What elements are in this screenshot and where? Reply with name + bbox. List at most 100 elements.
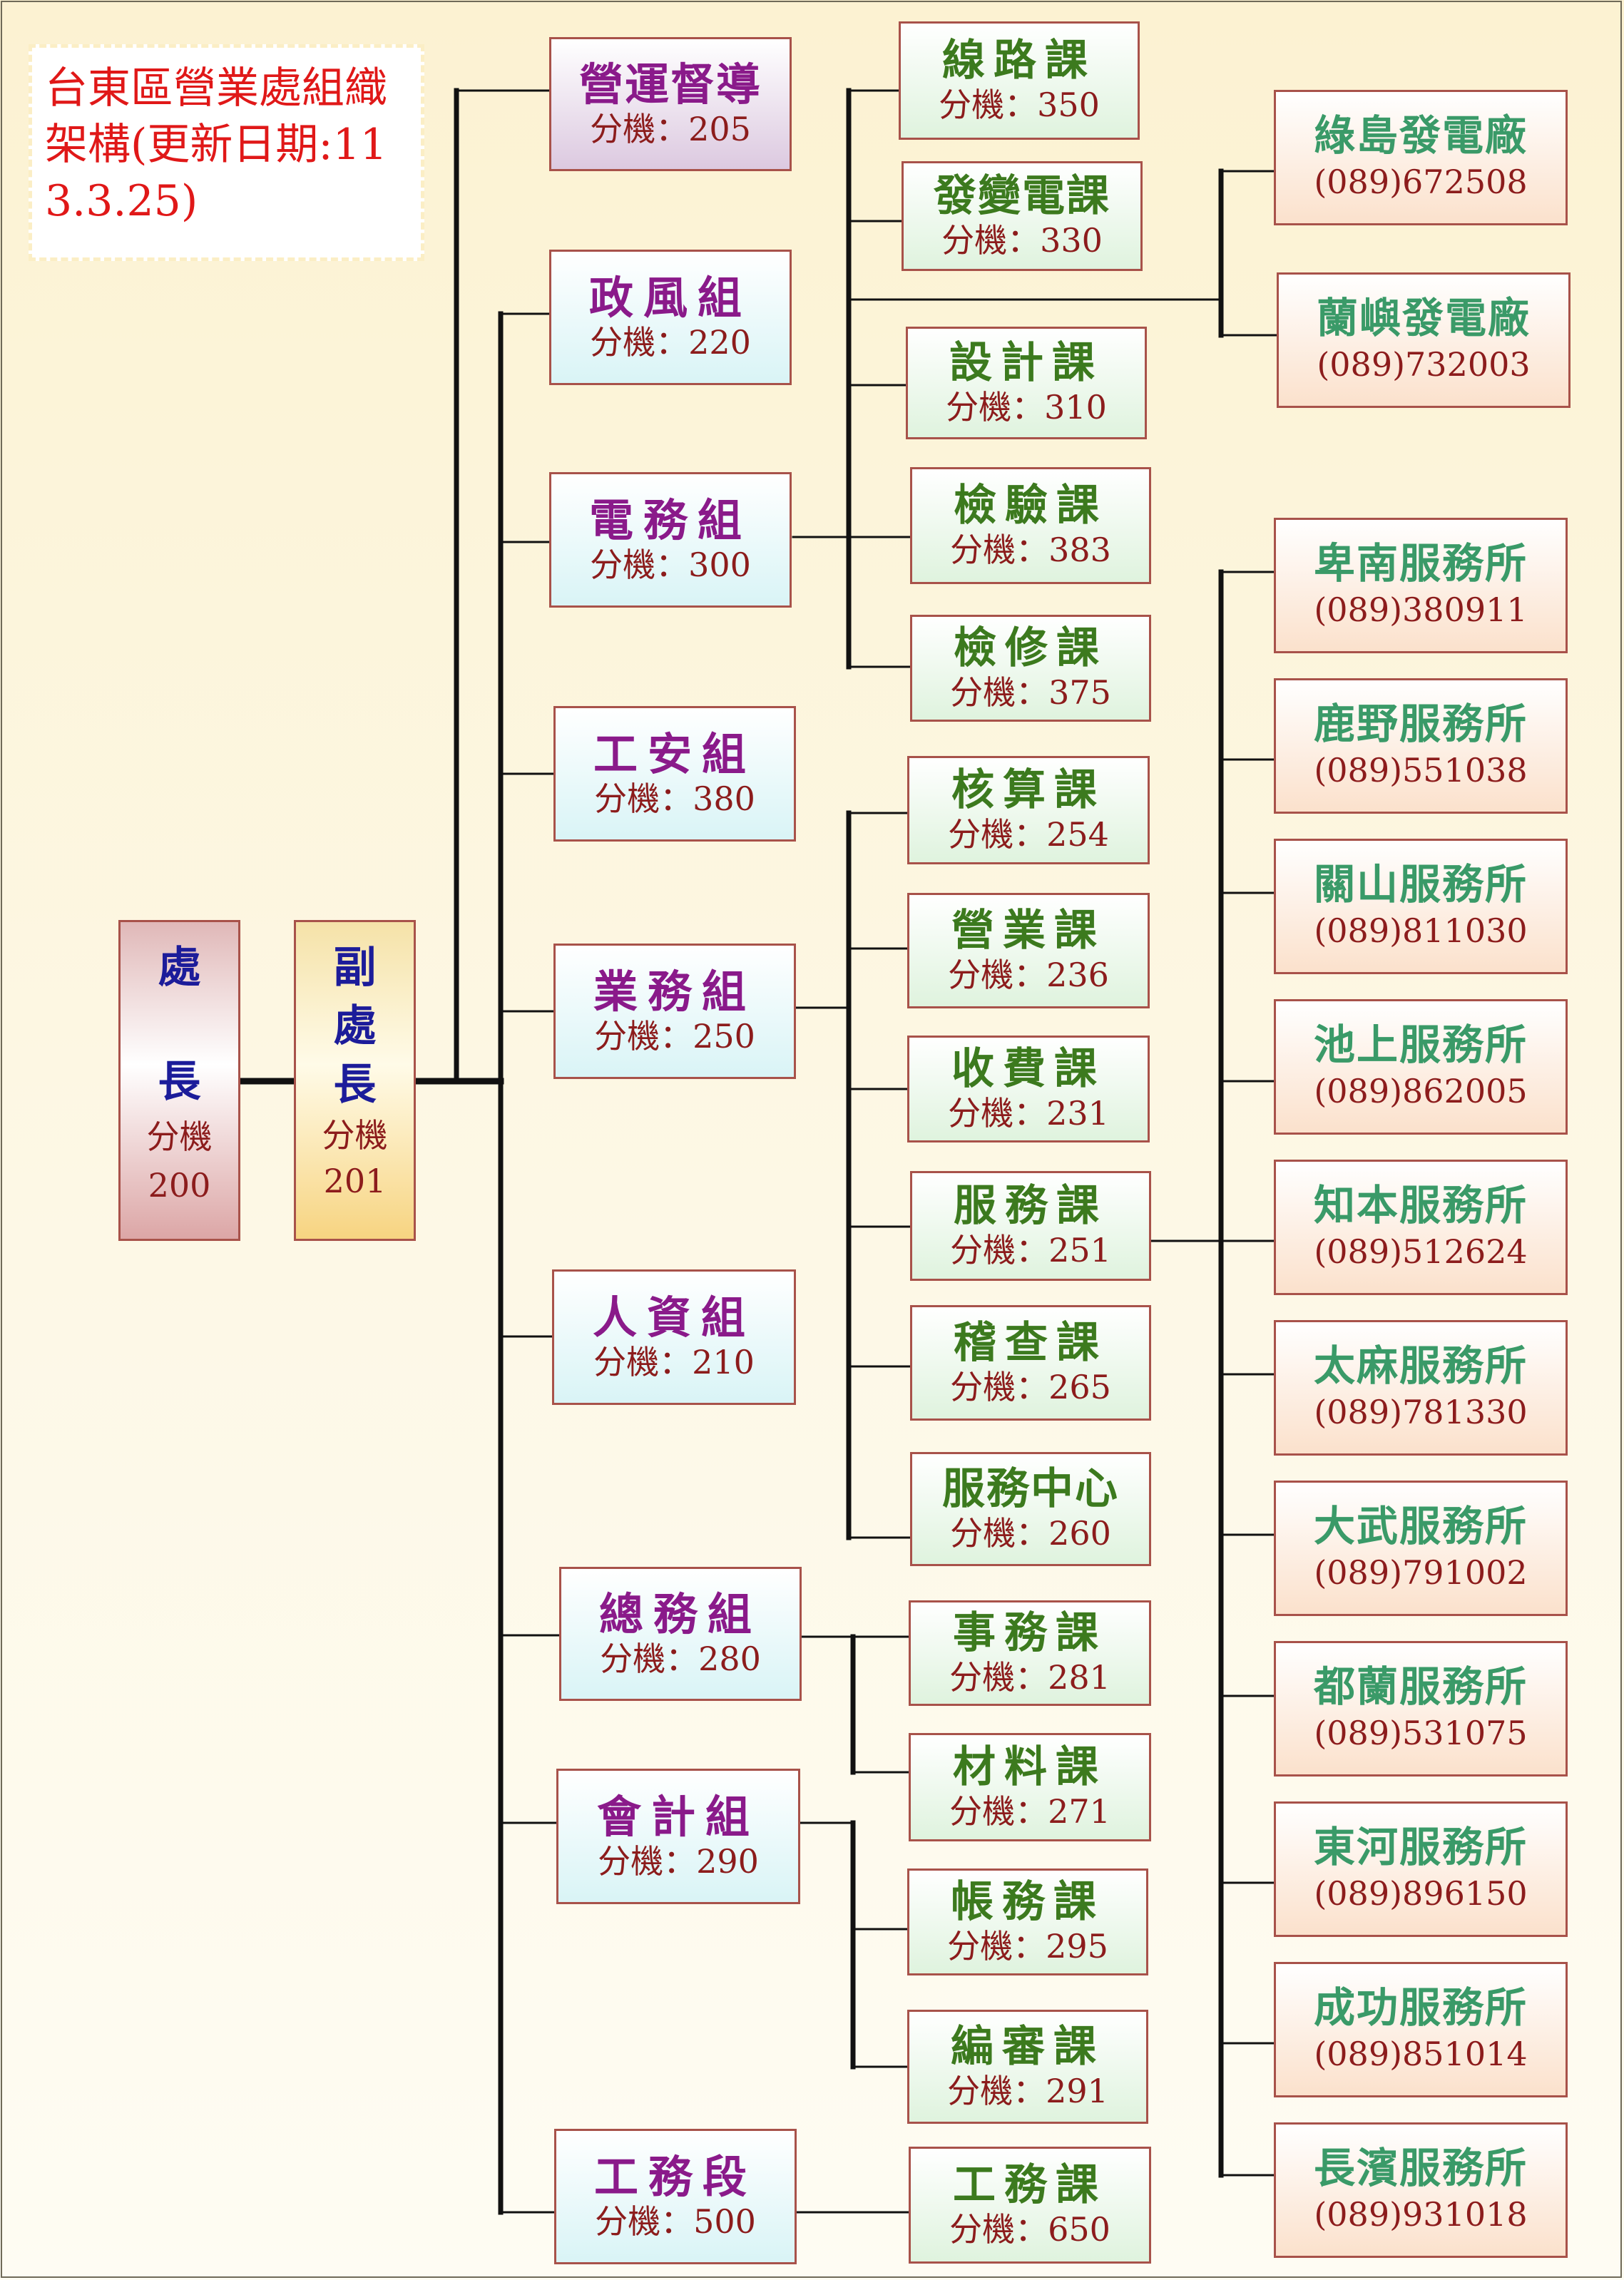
section-name: 發變電課 (934, 170, 1110, 221)
power-plant-name: 蘭嶼發電廠 (1316, 294, 1531, 343)
section-ext: 分機：375 (950, 673, 1111, 712)
chief-box: 處 長 分機 200 (118, 920, 240, 1241)
section-name: 帳務課 (951, 1876, 1105, 1927)
service-office-tel: (089)862005 (1314, 1071, 1528, 1110)
power-plant-name: 綠島發電廠 (1313, 111, 1528, 160)
power-plant-box: 綠島發電廠 (089)672508 (1274, 90, 1568, 225)
section-box: 工務課 分機：650 (909, 2147, 1151, 2264)
dept-ext: 分機：290 (598, 1842, 759, 1881)
service-office-name: 關山服務所 (1313, 860, 1528, 909)
section-box: 檢驗課 分機：383 (910, 467, 1151, 584)
section-box: 線路課 分機：350 (899, 21, 1140, 140)
chart-title-text: 台東區營業處組織架構(更新日期:113.3.25) (45, 63, 387, 227)
chief-title-char2: 長 (158, 1057, 201, 1107)
service-office-box: 鹿野服務所 (089)551038 (1274, 678, 1568, 814)
chief-ext: 200 (148, 1166, 211, 1205)
dept-ext: 分機：300 (590, 546, 751, 585)
deputy-ext-label: 分機 (322, 1116, 388, 1155)
dept-name: 工安組 (593, 727, 756, 780)
service-office-tel: (089)531075 (1314, 1713, 1528, 1752)
dept-box: 會計組 分機：290 (556, 1769, 800, 1904)
service-office-box: 長濱服務所 (089)931018 (1274, 2122, 1568, 2258)
service-office-box: 東河服務所 (089)896150 (1274, 1801, 1568, 1937)
service-office-box: 都蘭服務所 (089)531075 (1274, 1641, 1568, 1777)
service-office-name: 太麻服務所 (1313, 1341, 1528, 1391)
dept-ext: 分機：220 (590, 323, 751, 362)
section-ext: 分機：295 (947, 1926, 1108, 1965)
section-ext: 分機：281 (949, 1657, 1110, 1697)
service-office-tel: (089)781330 (1314, 1392, 1528, 1431)
supervision-box: 營運督導 分機：205 (549, 37, 792, 171)
dept-ext: 分機：280 (600, 1640, 761, 1679)
section-ext: 分機：236 (948, 955, 1109, 994)
section-name: 設計課 (949, 337, 1103, 388)
section-box: 事務課 分機：281 (909, 1600, 1151, 1706)
dept-name: 總務組 (598, 1588, 762, 1640)
deputy-title-char3: 長 (333, 1060, 377, 1110)
service-office-box: 大武服務所 (089)791002 (1274, 1481, 1568, 1616)
service-office-box: 知本服務所 (089)512624 (1274, 1160, 1568, 1295)
section-box: 檢修課 分機：375 (910, 615, 1151, 722)
dept-box: 工安組 分機：380 (553, 706, 796, 842)
service-office-box: 池上服務所 (089)862005 (1274, 999, 1568, 1135)
dept-name: 人資組 (592, 1291, 755, 1344)
deputy-box: 副 處 長 分機 201 (294, 920, 416, 1241)
power-plant-box: 蘭嶼發電廠 (089)732003 (1277, 272, 1571, 408)
dept-box: 工務段 分機：500 (554, 2129, 797, 2264)
dept-ext: 分機：380 (594, 779, 755, 819)
service-office-name: 都蘭服務所 (1313, 1662, 1528, 1712)
section-box: 編審課 分機：291 (907, 2010, 1148, 2124)
service-office-name: 知本服務所 (1313, 1181, 1528, 1230)
dept-ext: 分機：210 (593, 1343, 755, 1382)
section-ext: 分機：291 (947, 2071, 1108, 2110)
section-name: 線路課 (942, 35, 1096, 86)
section-name: 事務課 (953, 1607, 1107, 1658)
service-office-tel: (089)811030 (1314, 911, 1528, 950)
section-ext: 分機：265 (950, 1367, 1111, 1406)
section-name: 服務中心 (942, 1463, 1119, 1514)
dept-name: 政風組 (588, 271, 752, 324)
section-ext: 分機：260 (950, 1513, 1111, 1553)
section-box: 服務中心 分機：260 (910, 1452, 1151, 1566)
section-ext: 分機：310 (946, 387, 1107, 426)
section-ext: 分機：271 (949, 1791, 1110, 1831)
dept-name: 工務段 (593, 2150, 757, 2203)
supervision-ext: 分機：205 (590, 110, 751, 149)
section-name: 收費課 (951, 1043, 1105, 1094)
section-box: 帳務課 分機：295 (907, 1869, 1148, 1975)
power-plant-tel: (089)732003 (1317, 344, 1531, 384)
service-office-tel: (089)931018 (1314, 2194, 1528, 2234)
section-name: 營業課 (951, 905, 1105, 956)
section-ext: 分機：383 (950, 530, 1111, 569)
section-ext: 分機：251 (950, 1230, 1111, 1269)
service-office-box: 成功服務所 (089)851014 (1274, 1962, 1568, 2097)
service-office-tel: (089)791002 (1314, 1553, 1528, 1592)
section-box: 設計課 分機：310 (906, 327, 1147, 439)
section-box: 核算課 分機：254 (907, 756, 1150, 864)
section-ext: 分機：330 (941, 220, 1103, 260)
section-ext: 分機：350 (939, 85, 1100, 124)
section-box: 營業課 分機：236 (907, 893, 1150, 1008)
section-box: 發變電課 分機：330 (902, 161, 1143, 271)
service-office-tel: (089)512624 (1314, 1232, 1528, 1271)
section-ext: 分機：650 (949, 2209, 1110, 2249)
section-name: 服務課 (954, 1180, 1108, 1231)
service-office-box: 關山服務所 (089)811030 (1274, 839, 1568, 974)
section-name: 材料課 (953, 1742, 1107, 1792)
section-ext: 分機：254 (948, 814, 1109, 854)
section-box: 收費課 分機：231 (907, 1036, 1150, 1142)
dept-box: 業務組 分機：250 (553, 944, 796, 1079)
section-name: 核算課 (951, 765, 1105, 815)
dept-box: 電務組 分機：300 (549, 472, 792, 608)
dept-box: 人資組 分機：210 (552, 1269, 796, 1405)
dept-box: 總務組 分機：280 (559, 1567, 802, 1701)
dept-name: 會計組 (596, 1790, 760, 1843)
deputy-ext: 201 (323, 1162, 387, 1200)
dept-ext: 分機：250 (594, 1017, 755, 1056)
section-box: 服務課 分機：251 (910, 1171, 1151, 1281)
service-office-tel: (089)380911 (1314, 590, 1528, 629)
section-name: 檢修課 (954, 623, 1108, 673)
power-plant-tel: (089)672508 (1314, 162, 1528, 201)
service-office-name: 東河服務所 (1313, 1823, 1528, 1872)
